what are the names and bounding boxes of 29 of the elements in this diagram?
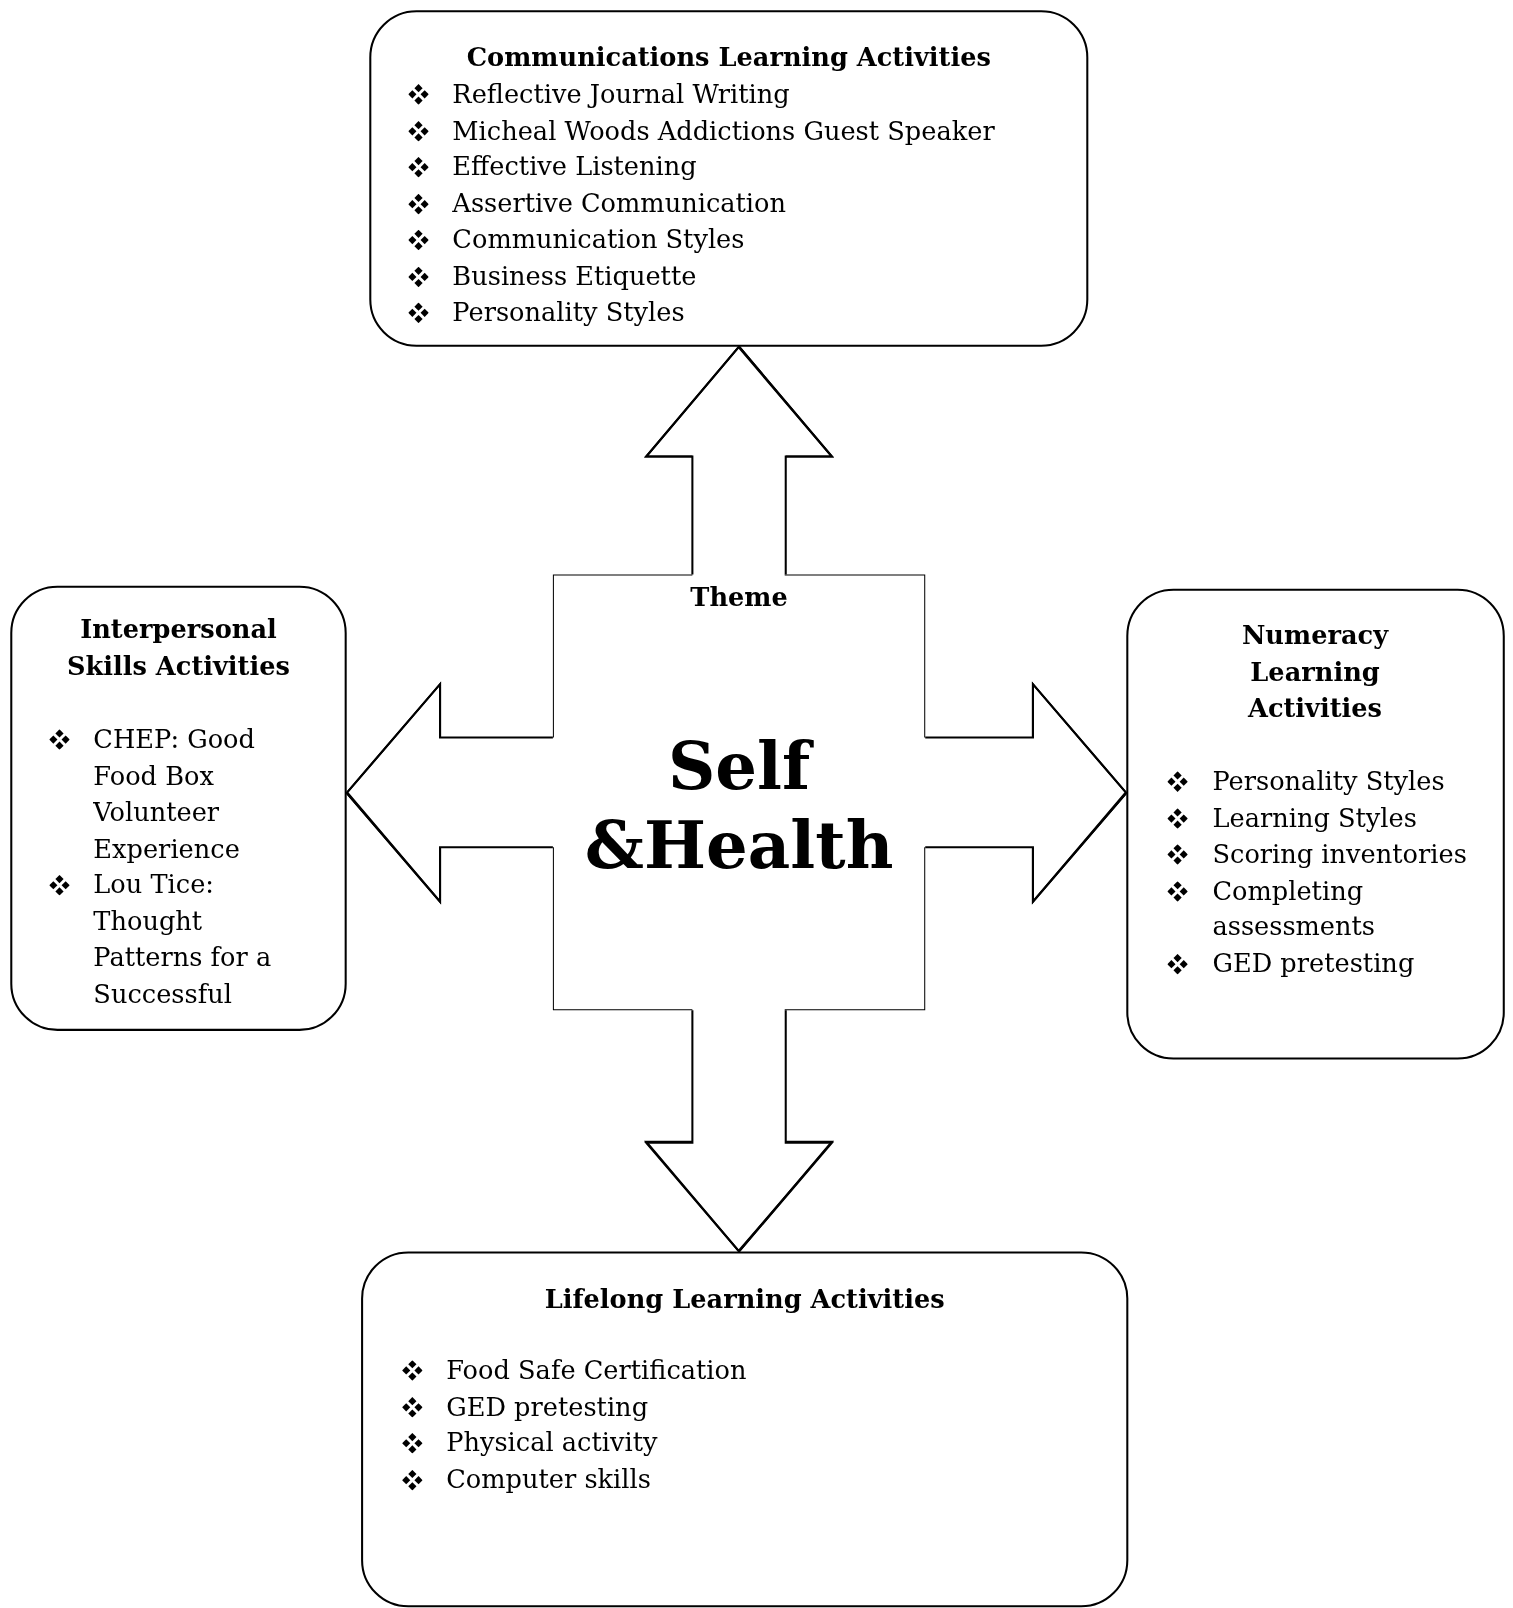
activity-item: Business Etiquette xyxy=(452,261,697,291)
activity-item: Lou Tice: Thought Patterns for a Successful xyxy=(93,869,272,1009)
activity-item: Computer skills xyxy=(446,1464,651,1494)
activity-item: Personality Styles xyxy=(452,297,685,328)
central-theme-title: Self &Health xyxy=(583,726,895,885)
activity-item: GED pretesting xyxy=(1212,948,1415,979)
box-title: Lifelong Learning Activities xyxy=(543,1283,946,1316)
activity-item: Physical activity xyxy=(446,1427,658,1458)
rounded-box xyxy=(10,585,347,1031)
activity-item: Scoring inventories xyxy=(1212,839,1467,869)
activity-item: Micheal Woods Addictions Guest Speaker xyxy=(452,115,995,146)
activity-item: Assertive Communication xyxy=(452,188,786,218)
activity-item: Communication Styles xyxy=(452,224,745,255)
activity-item: Food Safe Certification xyxy=(446,1355,747,1385)
activity-item: Learning Styles xyxy=(1212,802,1417,833)
theme-label: Theme xyxy=(689,582,789,614)
activity-item: GED pretesting xyxy=(446,1391,649,1422)
box-title: Communications Learning Activities xyxy=(465,41,992,74)
rounded-box xyxy=(369,10,1089,347)
activity-item: CHEP: Good Food Box Volunteer Experience xyxy=(93,724,255,864)
rounded-box xyxy=(1126,588,1505,1060)
activity-item: Effective Listening xyxy=(452,151,697,182)
activity-item: Personality Styles xyxy=(1212,766,1445,796)
rounded-box xyxy=(361,1251,1129,1608)
box-title: Interpersonal Skills Activities xyxy=(66,613,291,683)
activity-item: Completing assessments xyxy=(1212,875,1376,942)
box-title: Numeracy Learning Activities xyxy=(1240,619,1390,726)
cross-arrow-center xyxy=(552,574,926,1011)
activity-item: Reflective Journal Writing xyxy=(452,79,790,109)
